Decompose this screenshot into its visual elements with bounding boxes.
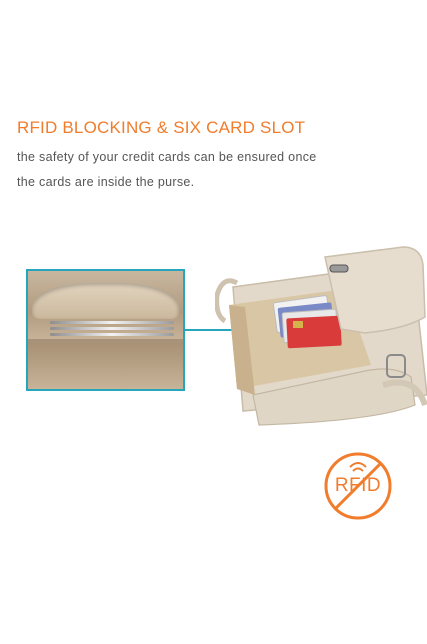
headline: RFID BLOCKING & SIX CARD SLOT <box>17 118 306 137</box>
card-slot-zip <box>50 327 174 330</box>
side-strap <box>382 379 427 407</box>
magnetic-clasp <box>329 264 349 273</box>
pocket-seam <box>28 339 183 343</box>
purse-inner-side <box>229 305 255 395</box>
no-signal-icon <box>324 452 392 520</box>
card-slot-zip <box>50 321 174 324</box>
card-slot-closeup <box>26 269 185 391</box>
strap-buckle <box>386 354 406 378</box>
purse-strap <box>215 278 239 324</box>
pocket-lining <box>28 343 183 389</box>
purse-front <box>252 368 416 426</box>
rfid-badge-label: RFID <box>334 475 382 496</box>
card-chip <box>293 321 303 328</box>
purse-image <box>215 246 427 426</box>
callout-line <box>185 329 259 331</box>
purse-flap <box>324 246 426 334</box>
description-line-1: the safety of your credit cards can be e… <box>17 150 317 164</box>
credit-cards <box>272 295 342 349</box>
card <box>286 315 342 349</box>
description-line-2: the cards are inside the purse. <box>17 175 195 189</box>
rfid-badge: RFID <box>323 451 393 521</box>
inner-pocket-image <box>32 283 179 319</box>
card-slot-zip <box>50 333 174 336</box>
